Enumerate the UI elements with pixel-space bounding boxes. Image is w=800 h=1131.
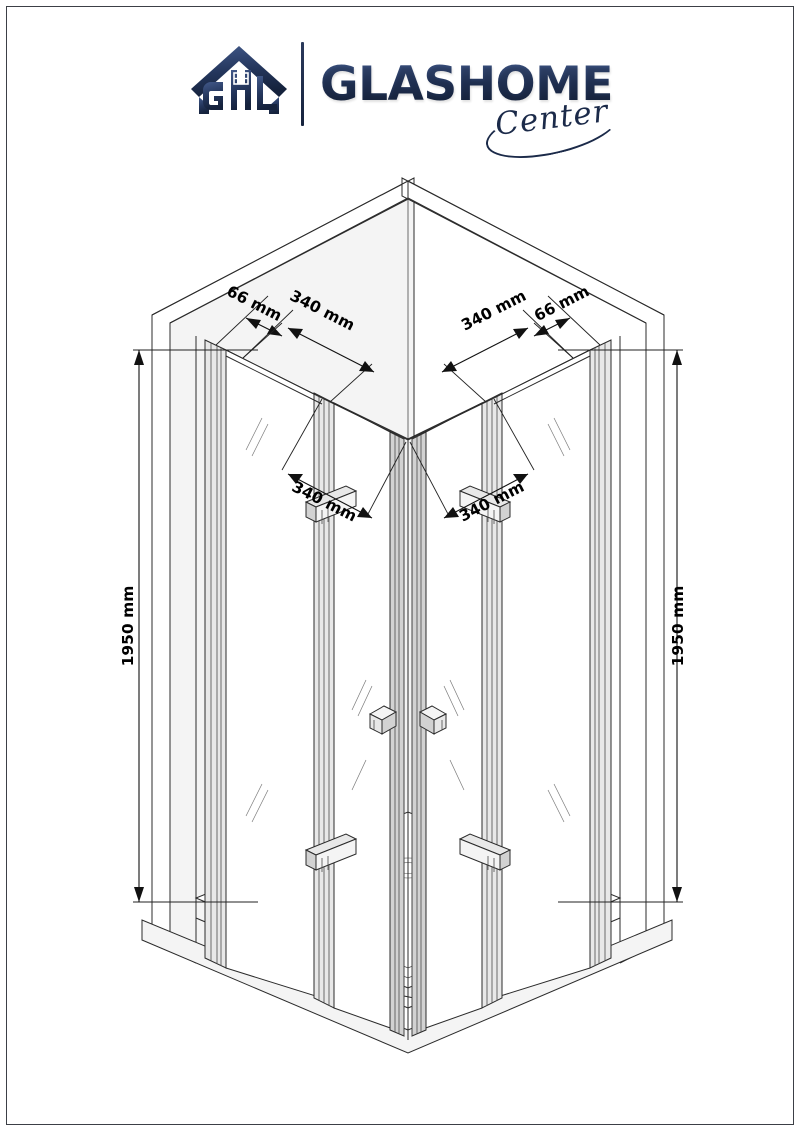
centre-meeting-profile	[321, 397, 495, 1040]
hinge-upper-right	[458, 485, 512, 524]
dimension-label-height-right: 1950 mm	[669, 586, 687, 667]
handle-right	[418, 705, 448, 735]
house-monogram-icon	[187, 40, 291, 128]
dimension-label-height-left: 1950 mm	[119, 586, 137, 667]
logo-wordmark: GLASHOME	[320, 56, 613, 112]
logo-divider	[301, 42, 305, 126]
dimension-height-right: 1950 mm	[558, 349, 687, 903]
hinge-lower-left	[304, 833, 358, 872]
hinge-lower-right	[458, 833, 512, 872]
brand-logo: GLASHOME Center	[0, 30, 800, 142]
dimension-label-top-right-66: 66 mm	[531, 282, 592, 325]
dimension-height-left: 1950 mm	[119, 349, 258, 903]
right-door-assembly	[411, 339, 612, 1037]
left-door-assembly	[204, 339, 405, 1037]
dimension-top-right-66: 66 mm	[522, 282, 601, 359]
dimension-label-top-right-340: 340 mm	[458, 287, 529, 335]
handle-left	[368, 705, 398, 735]
top-rails	[225, 349, 591, 405]
isometric-technical-drawing: 1950 mm 1950 mm 66 mm	[0, 150, 800, 1080]
